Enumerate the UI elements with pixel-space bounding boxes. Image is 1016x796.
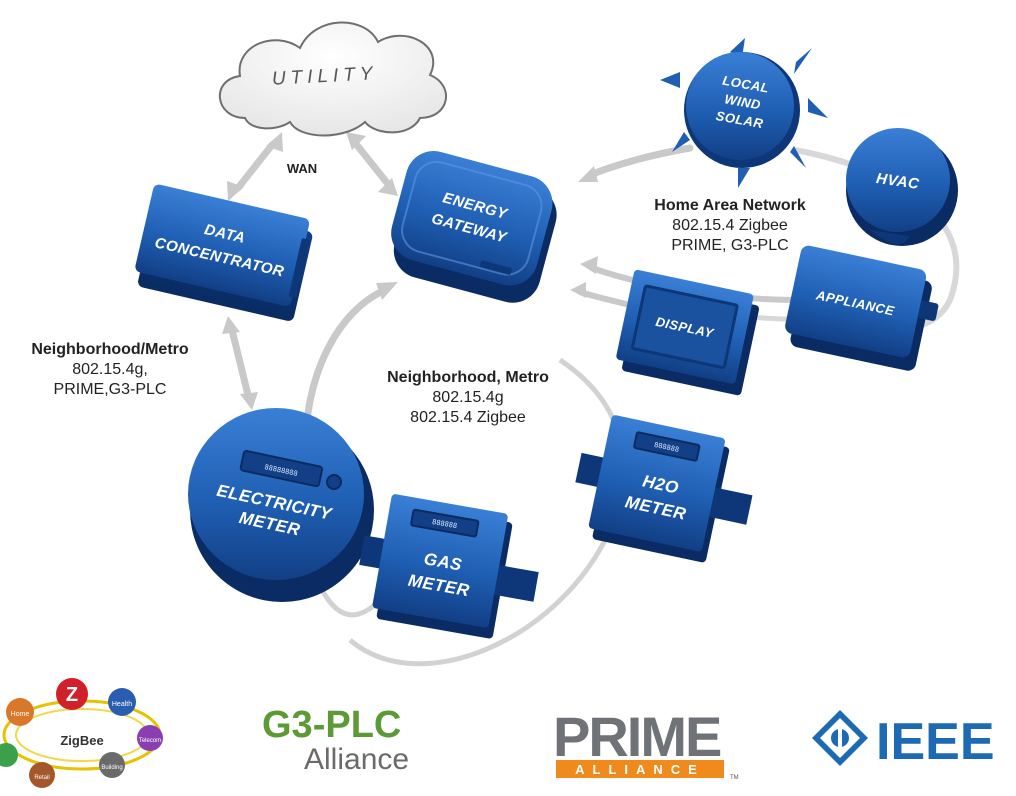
zigbee-sub-health: Health: [112, 701, 132, 708]
display: DISPLAY: [616, 269, 760, 396]
metro-label-line1: 802.15.4g: [432, 389, 504, 406]
appliance: APPLIANCE: [785, 245, 939, 371]
han-label-line2: PRIME, G3-PLC: [671, 237, 789, 254]
wan-arrow-right: [346, 132, 398, 196]
zigbee-text: ZigBee: [60, 733, 103, 748]
han-label-title: Home Area Network: [654, 197, 806, 214]
zigbee-sub-home: Home: [11, 711, 30, 718]
h2o-meter: 888888 H2O METER: [575, 415, 753, 563]
g3plc-line1: G3-PLC: [262, 704, 401, 746]
hvac: HVAC: [846, 128, 958, 246]
hvac-label: HVAC: [875, 170, 921, 193]
zigbee-logo: Home Z Health Telecom Building Retail Zi…: [0, 678, 163, 788]
prime-logo: PRIME ALLIANCE TM: [553, 705, 739, 781]
gas-meter: 888888 GAS METER: [359, 494, 539, 639]
utility-cloud: UTILITY: [219, 21, 447, 137]
han-label-line1: 802.15.4 Zigbee: [672, 217, 788, 234]
energy-gateway: ENERGY GATEWAY: [391, 151, 557, 303]
wan-label: WAN: [287, 161, 317, 176]
electricity-meter: 88888888 ELECTRICITY METER: [188, 408, 374, 602]
prime-line2: ALLIANCE: [575, 762, 705, 777]
wan-arrow-left: [227, 132, 283, 201]
han-to-gateway-arrow: [578, 144, 694, 182]
ieee-logo: IEEE: [812, 710, 995, 771]
g3plc-logo: G3-PLC Alliance: [262, 704, 409, 776]
nan-label-title: Neighborhood/Metro: [31, 341, 189, 358]
metro-label-line2: 802.15.4 Zigbee: [410, 409, 526, 426]
nan-arrow: [222, 316, 258, 410]
zigbee-sub-retail: Retail: [34, 775, 49, 781]
data-concentrator: DATA CONCENTRATOR: [135, 184, 313, 321]
local-wind-solar: LOCAL WIND SOLAR: [660, 38, 828, 188]
zigbee-z-glyph: Z: [66, 684, 78, 706]
ieee-text: IEEE: [876, 713, 995, 771]
han-label: Home Area Network 802.15.4 Zigbee PRIME,…: [612, 196, 848, 256]
zigbee-sub-telecom: Telecom: [139, 738, 161, 744]
nan-label-line1: 802.15.4g,: [72, 361, 148, 378]
solar-line2: WIND: [723, 91, 762, 112]
prime-tm: TM: [730, 775, 739, 781]
zigbee-sub-building: Building: [101, 765, 122, 771]
g3plc-line2: Alliance: [304, 743, 409, 776]
metro-label-title: Neighborhood, Metro: [387, 369, 549, 386]
nan-label-line2: PRIME,G3-PLC: [53, 381, 167, 398]
metro-label: Neighborhood, Metro 802.15.4g 802.15.4 Z…: [350, 368, 586, 428]
display-to-gateway-arrow: [570, 282, 633, 308]
prime-line1: PRIME: [553, 705, 721, 768]
nan-label: Neighborhood/Metro 802.15.4g, PRIME,G3-P…: [0, 340, 220, 400]
